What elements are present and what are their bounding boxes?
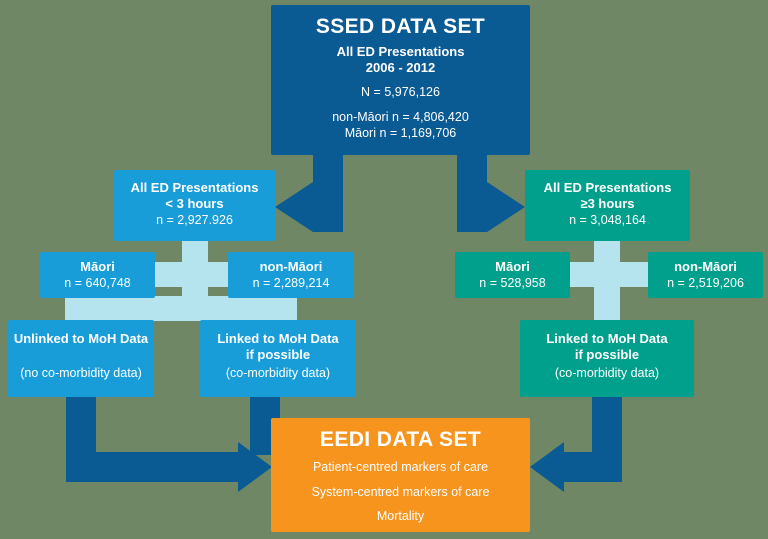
branch-right-n: n = 3,048,164 xyxy=(569,213,646,227)
left-linked-line3: (co-morbidity data) xyxy=(225,366,331,380)
right-non-maori-label: non-Māori xyxy=(674,259,737,274)
unlinked-line2: (no co-morbidity data) xyxy=(20,366,142,380)
left-maori-n: n = 640,748 xyxy=(64,276,131,290)
right-linked-line3: (co-morbidity data) xyxy=(554,366,660,380)
ssed-dataset-box: SSED DATA SET All ED Presentations 2006 … xyxy=(271,5,530,155)
left-non-maori-box: non-Māori n = 2,289,214 xyxy=(228,252,354,298)
left-maori-label: Māori xyxy=(80,259,115,274)
arrow-bottom-right-bar xyxy=(564,452,622,482)
branch-under-3-hours-box: All ED Presentations < 3 hours n = 2,927… xyxy=(114,170,275,241)
eedi-title: EEDI DATA SET xyxy=(319,428,482,451)
ssed-non-maori-n: non-Māori n = 4,806,420 xyxy=(332,110,469,124)
arrow-top-right-stem xyxy=(457,155,487,232)
branch-left-line1: All ED Presentations xyxy=(130,180,259,195)
branch-left-line2: < 3 hours xyxy=(165,196,224,211)
left-linked-line2: if possible xyxy=(245,347,311,362)
connector-left-splitter xyxy=(65,296,297,321)
unlinked-moh-box: Unlinked to MoH Data (no co-morbidity da… xyxy=(8,320,154,397)
right-maori-box: Māori n = 528,958 xyxy=(455,252,570,298)
arrow-bottom-left-head xyxy=(238,442,272,492)
left-non-maori-n: n = 2,289,214 xyxy=(252,276,330,290)
branch-over-3-hours-box: All ED Presentations ≥3 hours n = 3,048,… xyxy=(525,170,690,241)
branch-right-line2: ≥3 hours xyxy=(580,196,635,211)
arrow-top-right-head xyxy=(487,182,525,232)
branch-right-line1: All ED Presentations xyxy=(543,180,672,195)
arrow-top-left-stem xyxy=(313,155,343,232)
ssed-title: SSED DATA SET xyxy=(315,15,486,38)
ssed-maori-n: Māori n = 1,169,706 xyxy=(344,126,457,140)
right-non-maori-box: non-Māori n = 2,519,206 xyxy=(648,252,763,298)
left-non-maori-label: non-Māori xyxy=(259,259,323,274)
ssed-subtitle-1: All ED Presentations xyxy=(336,44,465,59)
arrow-top-left-head xyxy=(275,182,313,232)
ssed-total-n: N = 5,976,126 xyxy=(361,85,440,99)
ssed-subtitle-2: 2006 - 2012 xyxy=(365,60,436,75)
eedi-line1: Patient-centred markers of care xyxy=(312,460,489,474)
right-linked-moh-box: Linked to MoH Data if possible (co-morbi… xyxy=(520,320,694,397)
unlinked-line1: Unlinked to MoH Data xyxy=(13,331,149,346)
left-linked-line1: Linked to MoH Data xyxy=(217,331,339,346)
eedi-dataset-box: EEDI DATA SET Patient-centred markers of… xyxy=(271,418,530,532)
arrow-bottom-left-bar xyxy=(66,452,238,482)
arrow-bottom-right-head xyxy=(530,442,564,492)
connector-left-crossarm xyxy=(150,262,232,287)
branch-left-n: n = 2,927.926 xyxy=(156,213,233,227)
right-linked-line1: Linked to MoH Data xyxy=(546,331,668,346)
eedi-line3: Mortality xyxy=(376,509,425,523)
right-linked-line2: if possible xyxy=(574,347,640,362)
eedi-line2: System-centred markers of care xyxy=(311,485,490,499)
right-non-maori-n: n = 2,519,206 xyxy=(667,276,744,290)
left-linked-moh-box: Linked to MoH Data if possible (co-morbi… xyxy=(200,320,356,397)
right-maori-label: Māori xyxy=(495,259,530,274)
connector-right-crossarm xyxy=(565,262,653,287)
left-maori-box: Māori n = 640,748 xyxy=(40,252,155,298)
right-maori-n: n = 528,958 xyxy=(479,276,546,290)
